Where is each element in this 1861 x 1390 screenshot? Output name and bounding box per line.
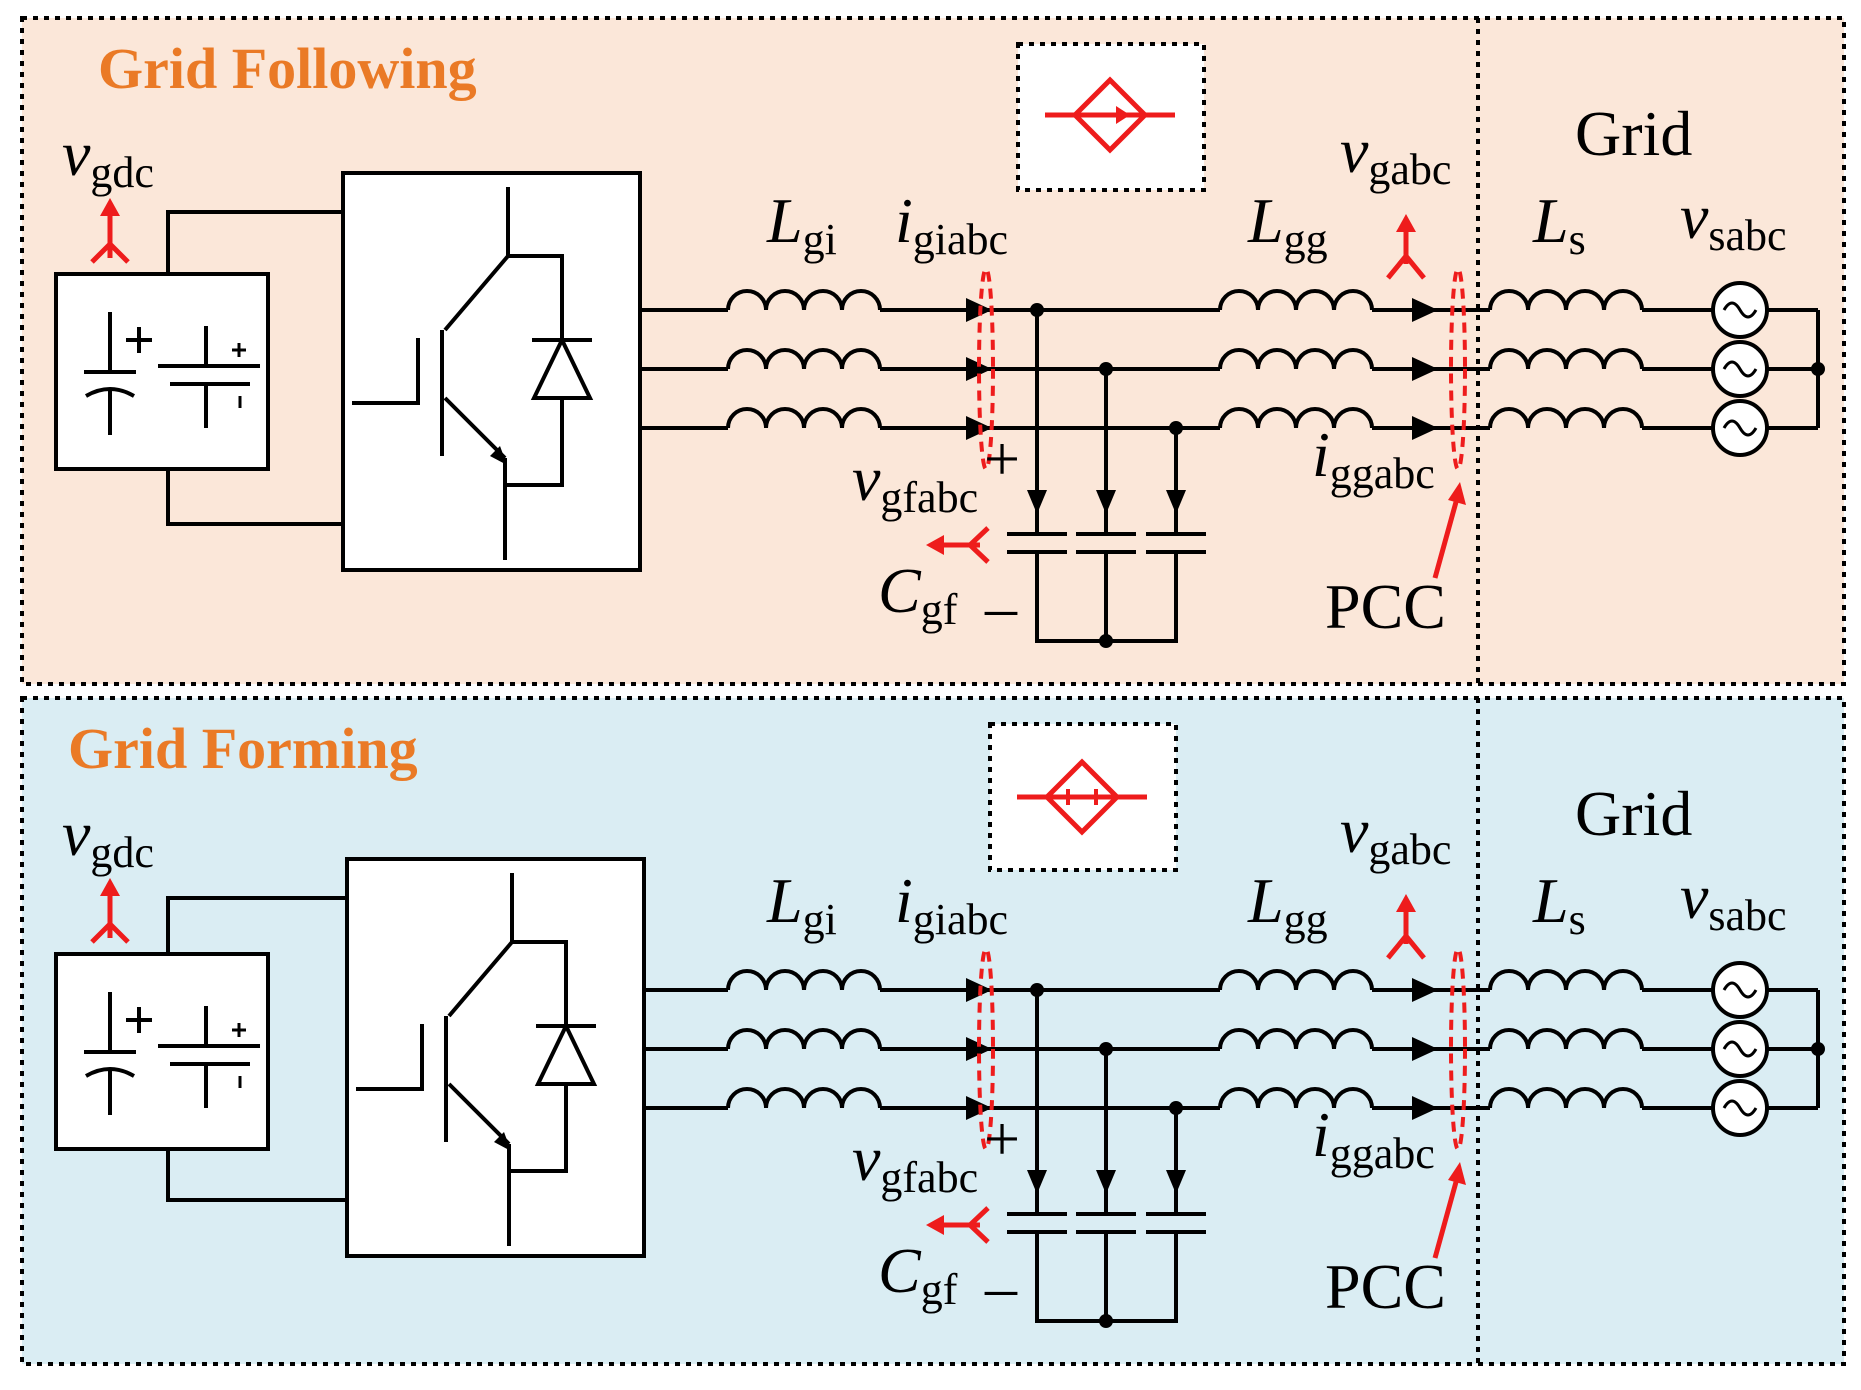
grid-forming-panel: Grid Forming Grid [20, 696, 1846, 1366]
grid-following-panel: Grid Following Grid [20, 16, 1846, 686]
label-vgabc: vgabc [1340, 115, 1451, 194]
label-vsabc: vsabc [1680, 861, 1787, 940]
label-iggabc: iggabc [1312, 419, 1435, 498]
phase-line-a [640, 289, 1818, 322]
label-vgabc: vgabc [1340, 795, 1451, 874]
dependent-voltage-source-icon [1017, 758, 1147, 836]
label-igiabc: igiabc [895, 865, 1008, 944]
label-minus: – [984, 1251, 1018, 1322]
label-iggabc: iggabc [1312, 1099, 1435, 1178]
label-plus: + [984, 423, 1020, 494]
label-Lgg: Lgg [1247, 865, 1328, 944]
label-vgfabc: vgfabc [852, 443, 978, 522]
label-plus: + [984, 1103, 1020, 1174]
label-Lgg: Lgg [1247, 185, 1328, 264]
ac-voltage-source-icon [1711, 281, 1769, 457]
inverter-box [341, 171, 642, 572]
label-Ls: Ls [1532, 185, 1586, 264]
igbt-switch-icon [352, 187, 594, 560]
label-vgdc: vgdc [62, 798, 154, 877]
label-pcc: PCC [1325, 571, 1446, 642]
dc-capacitor-icon [84, 992, 260, 1115]
panel-title: Grid Forming [68, 716, 418, 781]
current-sensor-iggabc [1449, 267, 1467, 471]
grid-label: Grid [1575, 98, 1692, 169]
filter-capacitor-bank [1007, 303, 1206, 648]
measurement-probe-icon [926, 526, 990, 564]
phase-lines [644, 969, 1818, 1120]
filter-capacitor-bank [1007, 983, 1206, 1328]
measurement-probe-icon [926, 1206, 990, 1244]
label-minus: – [984, 571, 1018, 642]
dc-capacitor-icon [84, 312, 260, 435]
label-Lgi: Lgi [766, 865, 837, 944]
current-sensor-igiabc [977, 947, 995, 1151]
dependent-current-source-icon [1045, 76, 1175, 154]
phase-line-b [644, 1028, 1818, 1061]
measurement-probe-icon [1386, 214, 1426, 280]
phase-line-b [640, 348, 1818, 381]
measurement-probe-icon [90, 198, 130, 264]
phase-line-a [644, 969, 1818, 1002]
panel-title: Grid Following [98, 36, 477, 101]
label-pcc: PCC [1325, 1251, 1446, 1322]
label-Cgf: Cgf [878, 1235, 958, 1314]
label-Lgi: Lgi [766, 185, 837, 264]
label-vgfabc: vgfabc [852, 1123, 978, 1202]
label-Cgf: Cgf [878, 555, 958, 634]
label-igiabc: igiabc [895, 185, 1008, 264]
measurement-probe-icon [1386, 894, 1426, 960]
label-vsabc: vsabc [1680, 181, 1787, 260]
label-vgdc: vgdc [62, 118, 154, 197]
label-Ls: Ls [1532, 865, 1586, 944]
current-sensor-iggabc [1449, 947, 1467, 1151]
grid-label: Grid [1575, 778, 1692, 849]
ac-voltage-source-icon [1711, 961, 1769, 1137]
inverter-box [345, 857, 646, 1258]
current-sensor-igiabc [977, 267, 995, 471]
igbt-switch-icon [356, 873, 598, 1246]
phase-line-c [644, 1087, 1818, 1120]
measurement-probe-icon [90, 878, 130, 944]
